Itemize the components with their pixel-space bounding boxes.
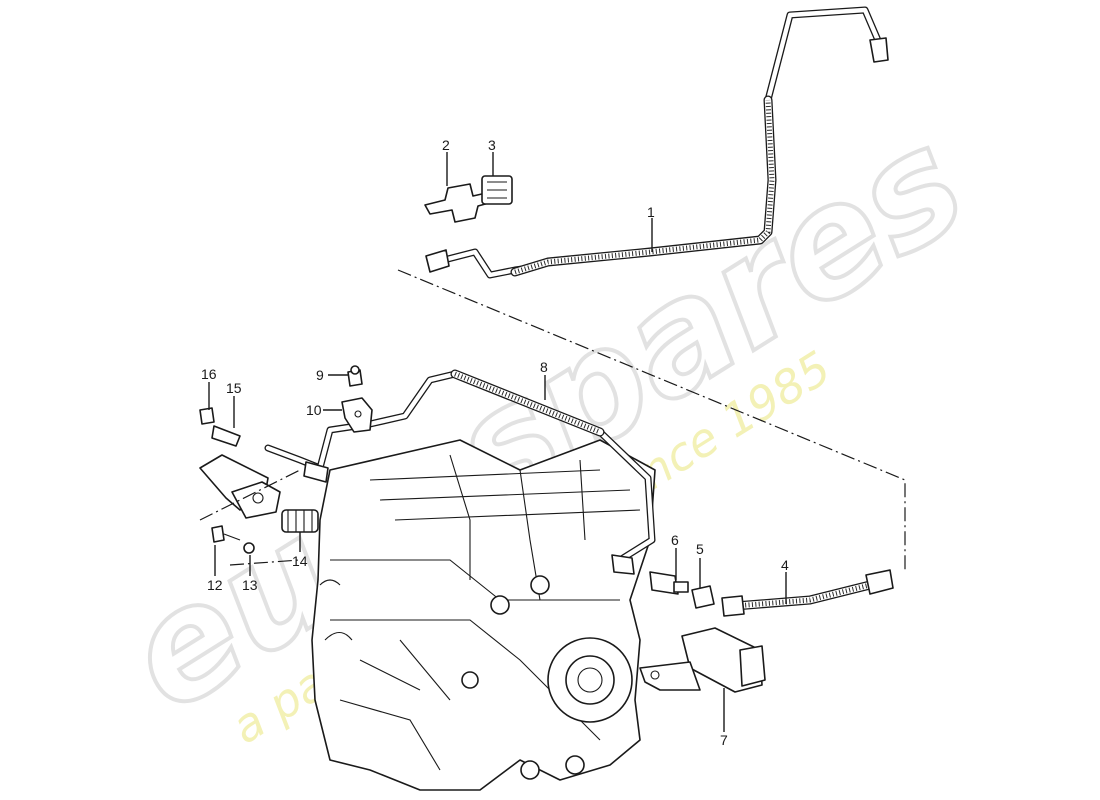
callout-15: 15 [226,380,242,396]
callout-4: 4 [781,557,789,573]
callout-9: 9 [316,367,324,383]
gear-14 [281,509,319,533]
callout-16: 16 [201,366,217,382]
slave-cylinder [199,454,281,519]
bleeder-cap [347,365,363,387]
callout-5: 5 [696,541,704,557]
bolt-12 [211,525,241,543]
pipe-clip [481,175,513,205]
assembly-lines [199,269,906,570]
mounting-bracket [341,397,373,433]
leader-lines [208,152,787,732]
washer-13 [243,542,255,554]
callout-12: 12 [207,577,223,593]
callout-3: 3 [488,137,496,153]
dust-cap-16 [199,407,215,425]
union-fitting [649,571,689,595]
brake-line-upper [425,6,889,279]
callout-6: 6 [671,532,679,548]
callout-labels: 1 2 3 4 5 6 7 8 9 10 12 13 14 15 16 [201,137,789,748]
callout-8: 8 [540,359,548,375]
callout-14: 14 [292,553,308,569]
retaining-clip [691,585,715,609]
callout-1: 1 [647,204,655,220]
brake-line-lower [264,369,656,575]
pressure-unit [639,627,766,693]
flex-hose [721,569,894,617]
callout-7: 7 [720,732,728,748]
callout-2: 2 [442,137,450,153]
callout-10: 10 [306,402,322,418]
callout-13: 13 [242,577,258,593]
gearbox-housing [311,439,656,791]
bleed-screw-15 [211,425,241,447]
